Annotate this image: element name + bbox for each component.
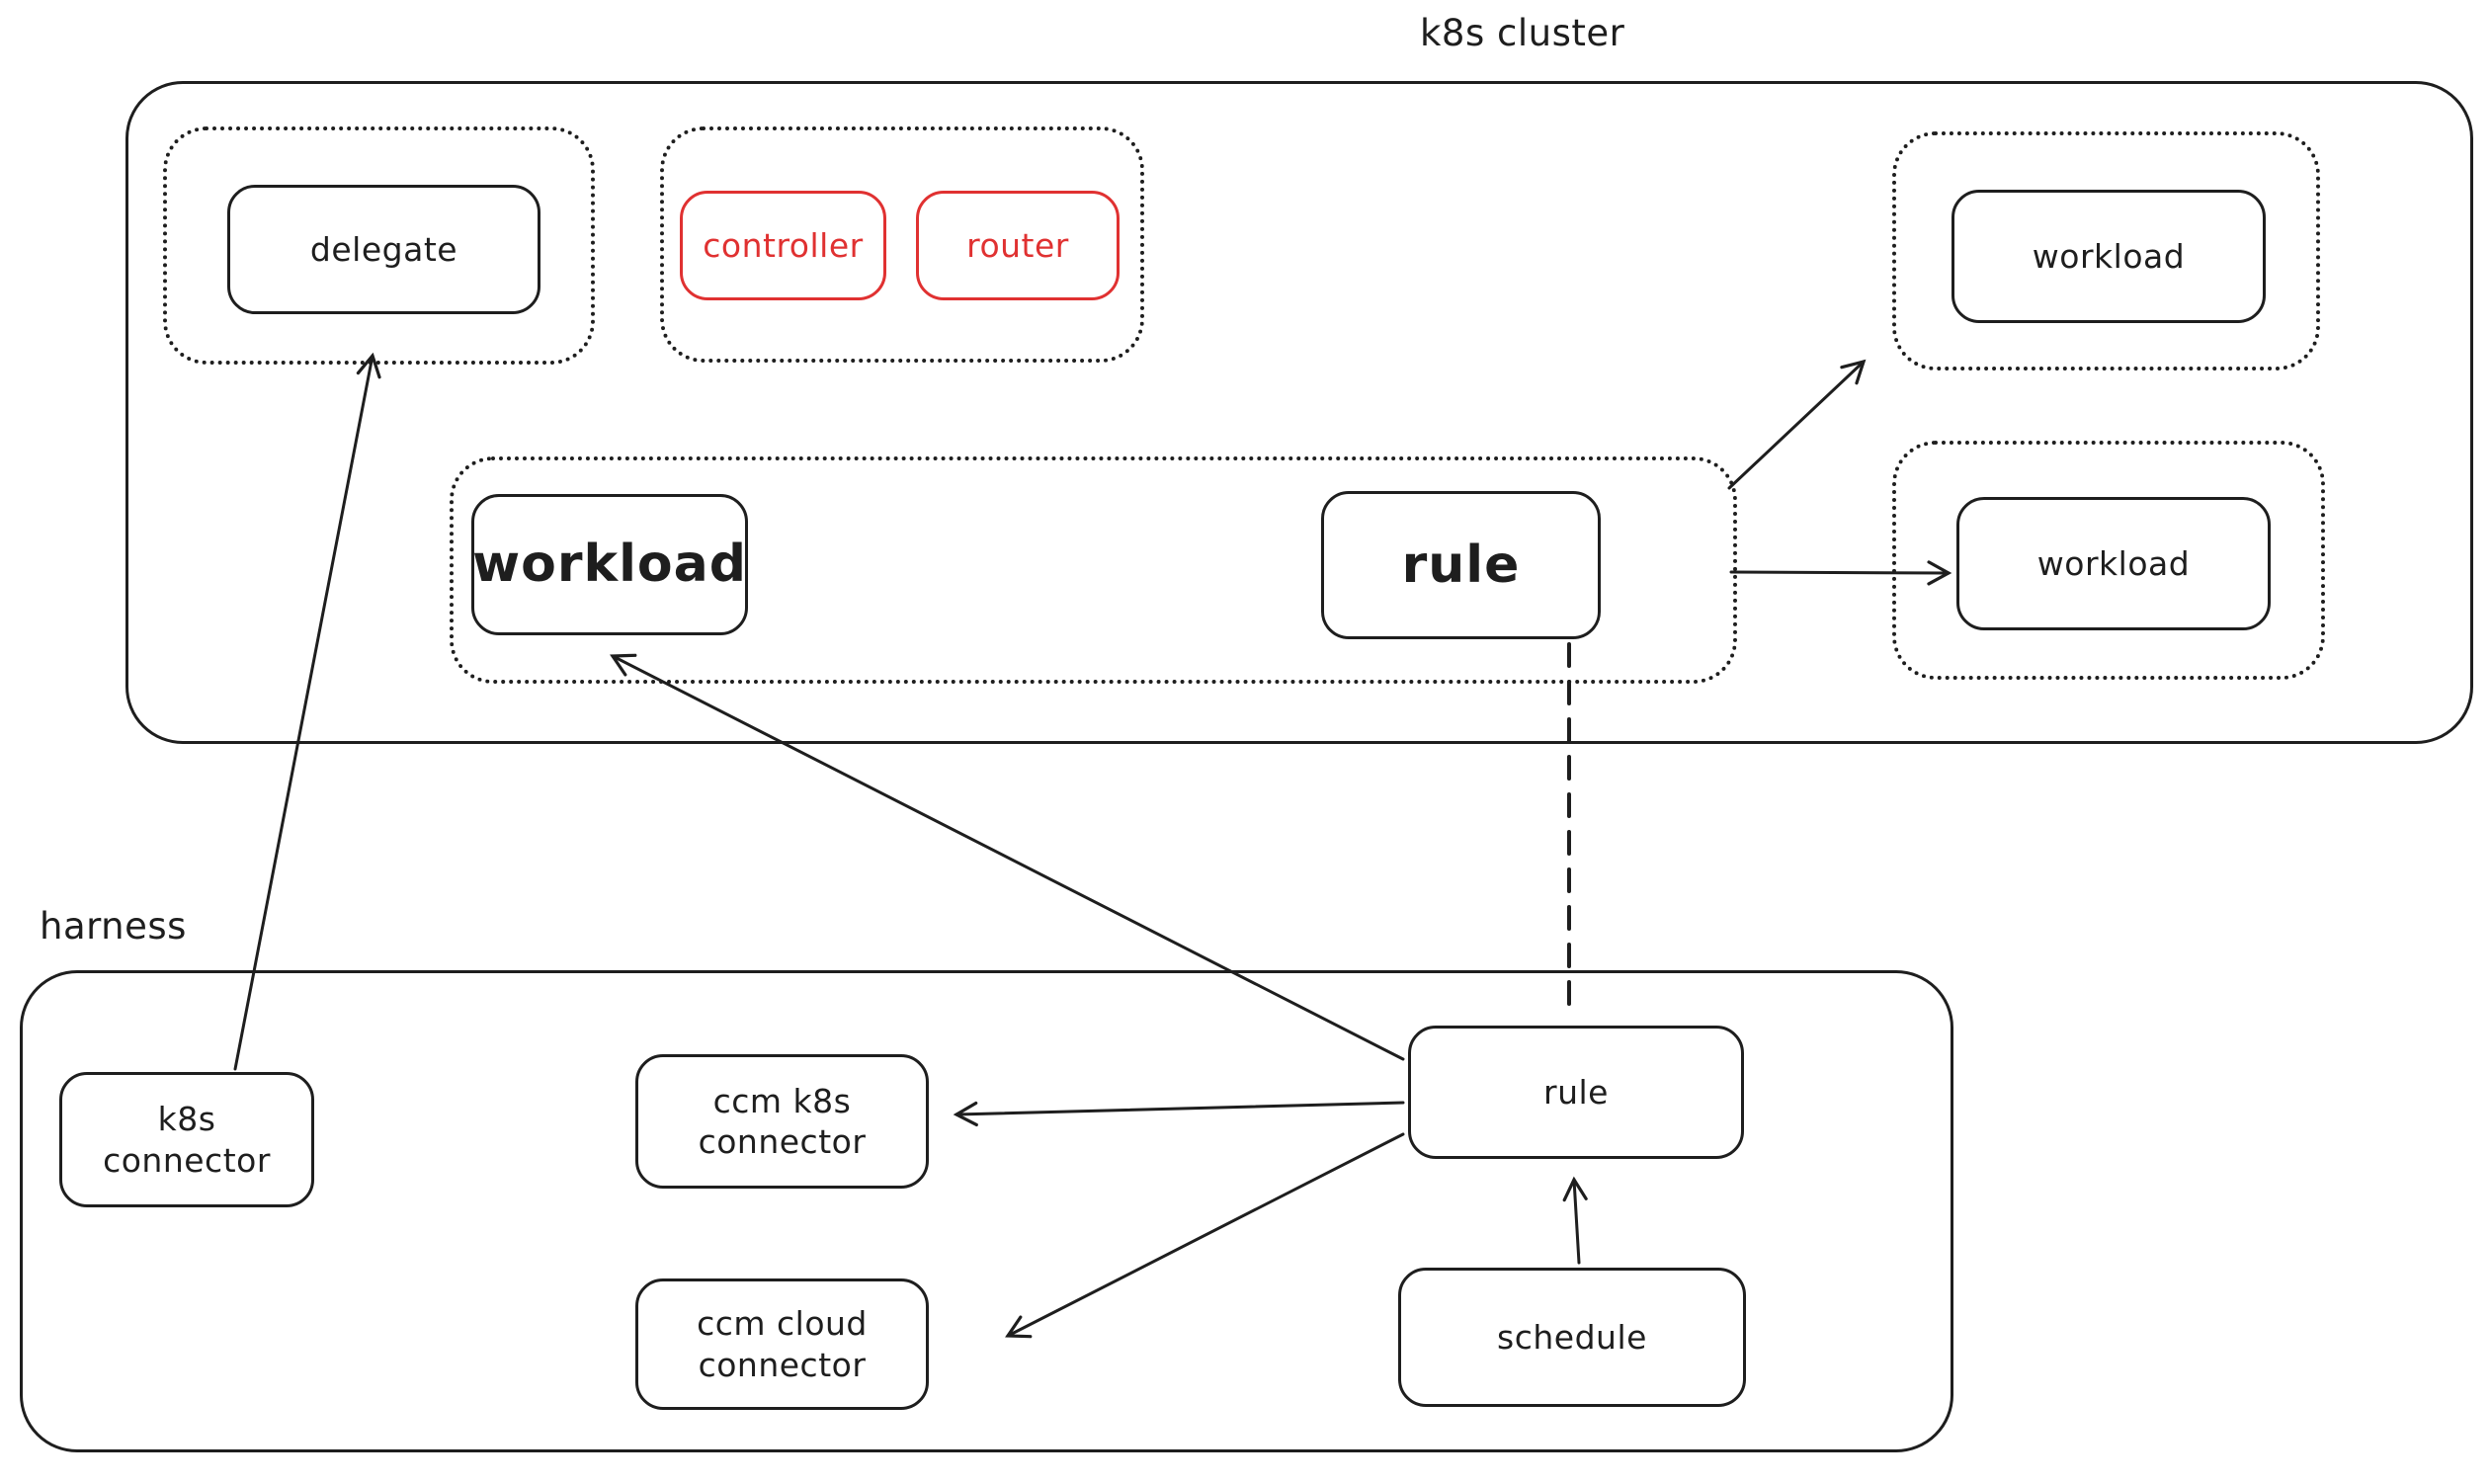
node-delegate: delegate: [227, 185, 540, 314]
node-workload-top: workload: [1951, 190, 2266, 323]
node-ccm-cloud-connector: ccm cloud connector: [635, 1278, 929, 1410]
workload-mid-group: [1892, 441, 2325, 680]
workload-top-group: [1892, 131, 2320, 371]
node-k8s-connector: k8s connector: [59, 1072, 314, 1207]
k8s-cluster-label: k8s cluster: [1420, 12, 1625, 54]
harness-label: harness: [40, 905, 187, 948]
node-ccm-k8s-connector: ccm k8s connector: [635, 1054, 929, 1189]
node-rule-main: rule: [1321, 491, 1601, 639]
node-workload-mid: workload: [1956, 497, 2271, 630]
node-schedule: schedule: [1398, 1268, 1746, 1407]
node-router: router: [916, 191, 1120, 300]
node-controller: controller: [680, 191, 886, 300]
node-workload-main: workload: [471, 494, 748, 635]
node-rule-harness: rule: [1408, 1026, 1744, 1159]
controller-router-group: [660, 126, 1144, 363]
